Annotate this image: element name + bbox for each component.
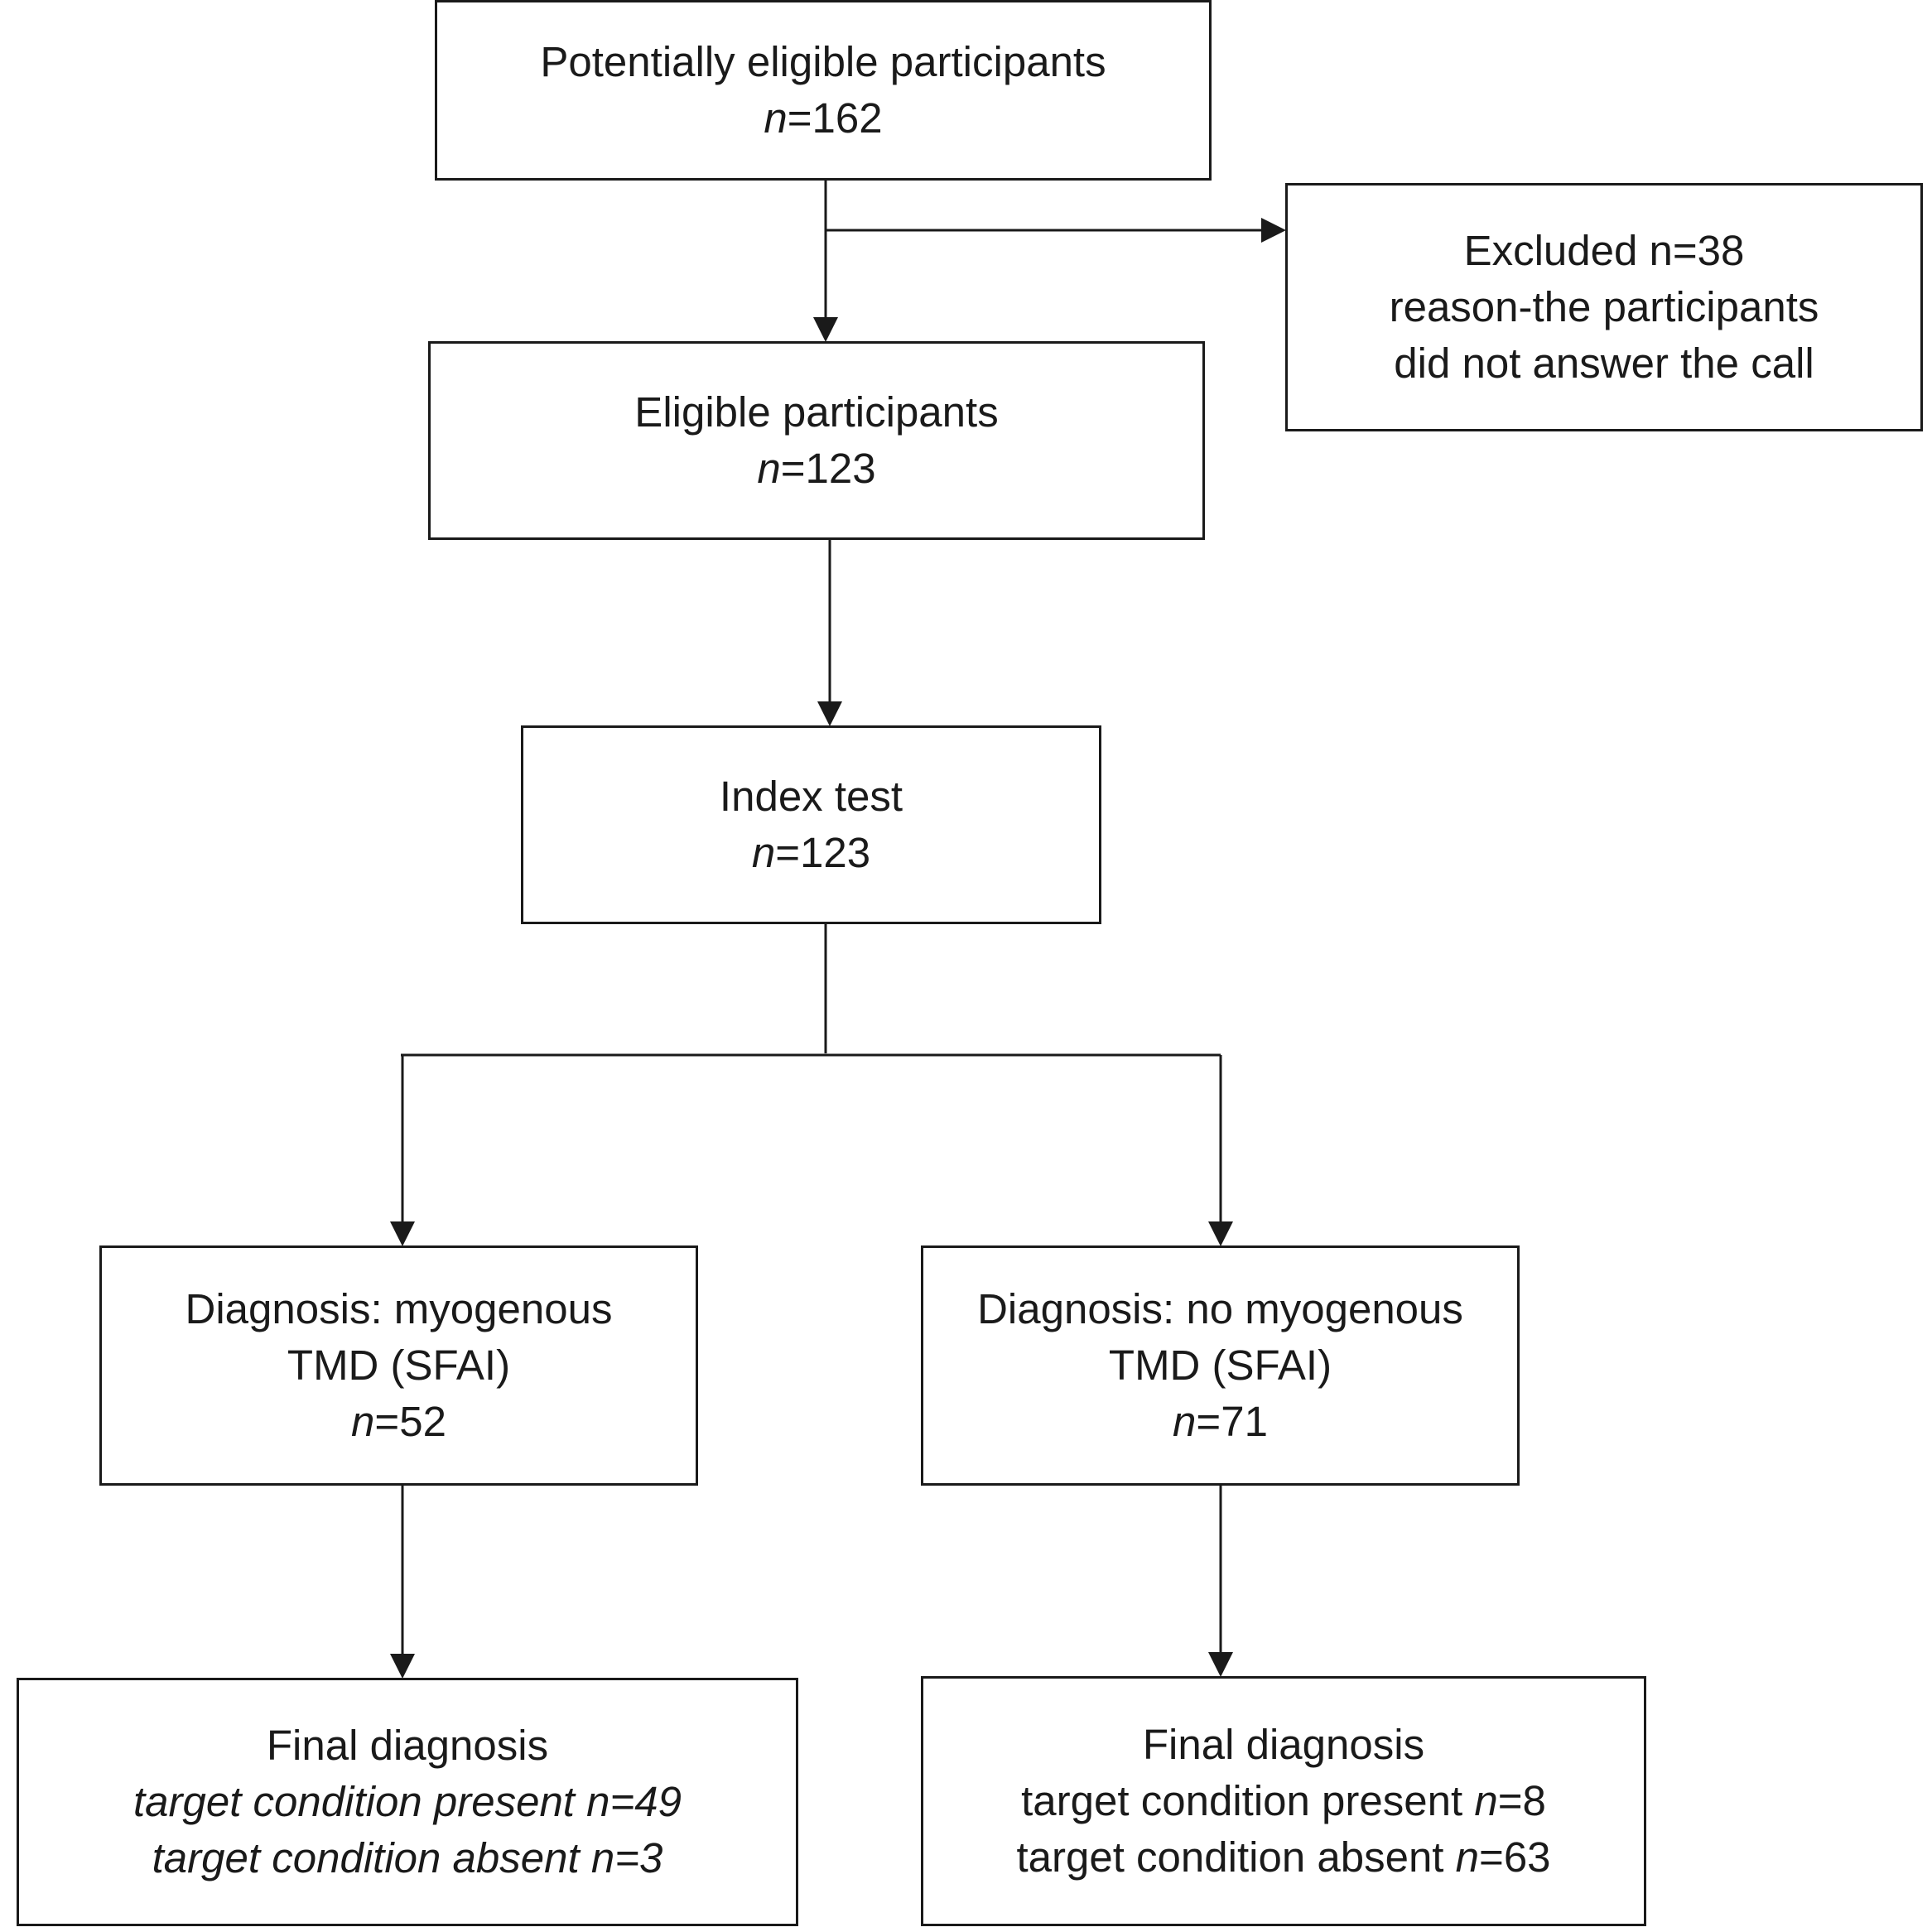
node-count: n=71 <box>1173 1394 1268 1450</box>
node-subtitle: TMD (SFAI) <box>287 1342 511 1389</box>
present-text: target condition present <box>1021 1777 1475 1824</box>
target-absent: target condition absent n=3 <box>152 1834 663 1881</box>
node-title: Diagnosis: no myogenous <box>977 1285 1463 1332</box>
n-label: n <box>751 829 776 876</box>
n-label: n <box>351 1398 375 1445</box>
node-final-diagnosis-left: Final diagnosis target condition present… <box>17 1678 798 1926</box>
target-present: target condition present n=8 <box>1021 1773 1546 1829</box>
node-myogenous: Diagnosis: myogenous TMD (SFAI) n=52 <box>99 1245 698 1486</box>
node-title: Eligible participants <box>634 388 999 436</box>
node-no-myogenous: Diagnosis: no myogenous TMD (SFAI) n=71 <box>921 1245 1520 1486</box>
node-potentially-eligible: Potentially eligible participants n=162 <box>435 0 1212 181</box>
absent-text: target condition absent <box>1016 1833 1456 1881</box>
node-subtitle: TMD (SFAI) <box>1108 1342 1332 1389</box>
n-value: =71 <box>1196 1398 1268 1445</box>
node-excluded: Excluded n=38 reason-the participants di… <box>1285 183 1923 431</box>
node-count: n=162 <box>764 90 882 147</box>
excluded-reason-1: reason-the participants <box>1389 283 1819 330</box>
node-title: Final diagnosis <box>266 1722 549 1769</box>
node-count: n=123 <box>752 825 870 881</box>
n-label: n <box>1474 1777 1498 1824</box>
node-count: n=123 <box>757 441 875 497</box>
excluded-count: Excluded n=38 <box>1463 227 1745 274</box>
target-absent: target condition absent n=63 <box>1016 1829 1550 1886</box>
node-title: Diagnosis: myogenous <box>185 1285 613 1332</box>
node-index-test: Index test n=123 <box>521 725 1101 924</box>
n-value: =123 <box>775 829 871 876</box>
n-value: =162 <box>787 94 883 142</box>
node-title: Potentially eligible participants <box>540 38 1106 85</box>
node-count: n=52 <box>351 1394 446 1450</box>
node-title: Final diagnosis <box>1142 1721 1425 1768</box>
target-present: target condition present n=49 <box>132 1778 682 1825</box>
node-final-diagnosis-right: Final diagnosis target condition present… <box>921 1676 1646 1926</box>
n-value: =52 <box>374 1398 446 1445</box>
excluded-reason-2: did not answer the call <box>1394 340 1814 387</box>
absent-value: =63 <box>1479 1833 1551 1881</box>
n-label: n <box>1173 1398 1197 1445</box>
n-label: n <box>1455 1833 1480 1881</box>
node-eligible: Eligible participants n=123 <box>428 341 1205 540</box>
n-label: n <box>764 94 788 142</box>
n-value: =123 <box>780 445 876 492</box>
node-title: Index test <box>719 773 903 820</box>
present-value: =8 <box>1497 1777 1546 1824</box>
n-label: n <box>757 445 781 492</box>
